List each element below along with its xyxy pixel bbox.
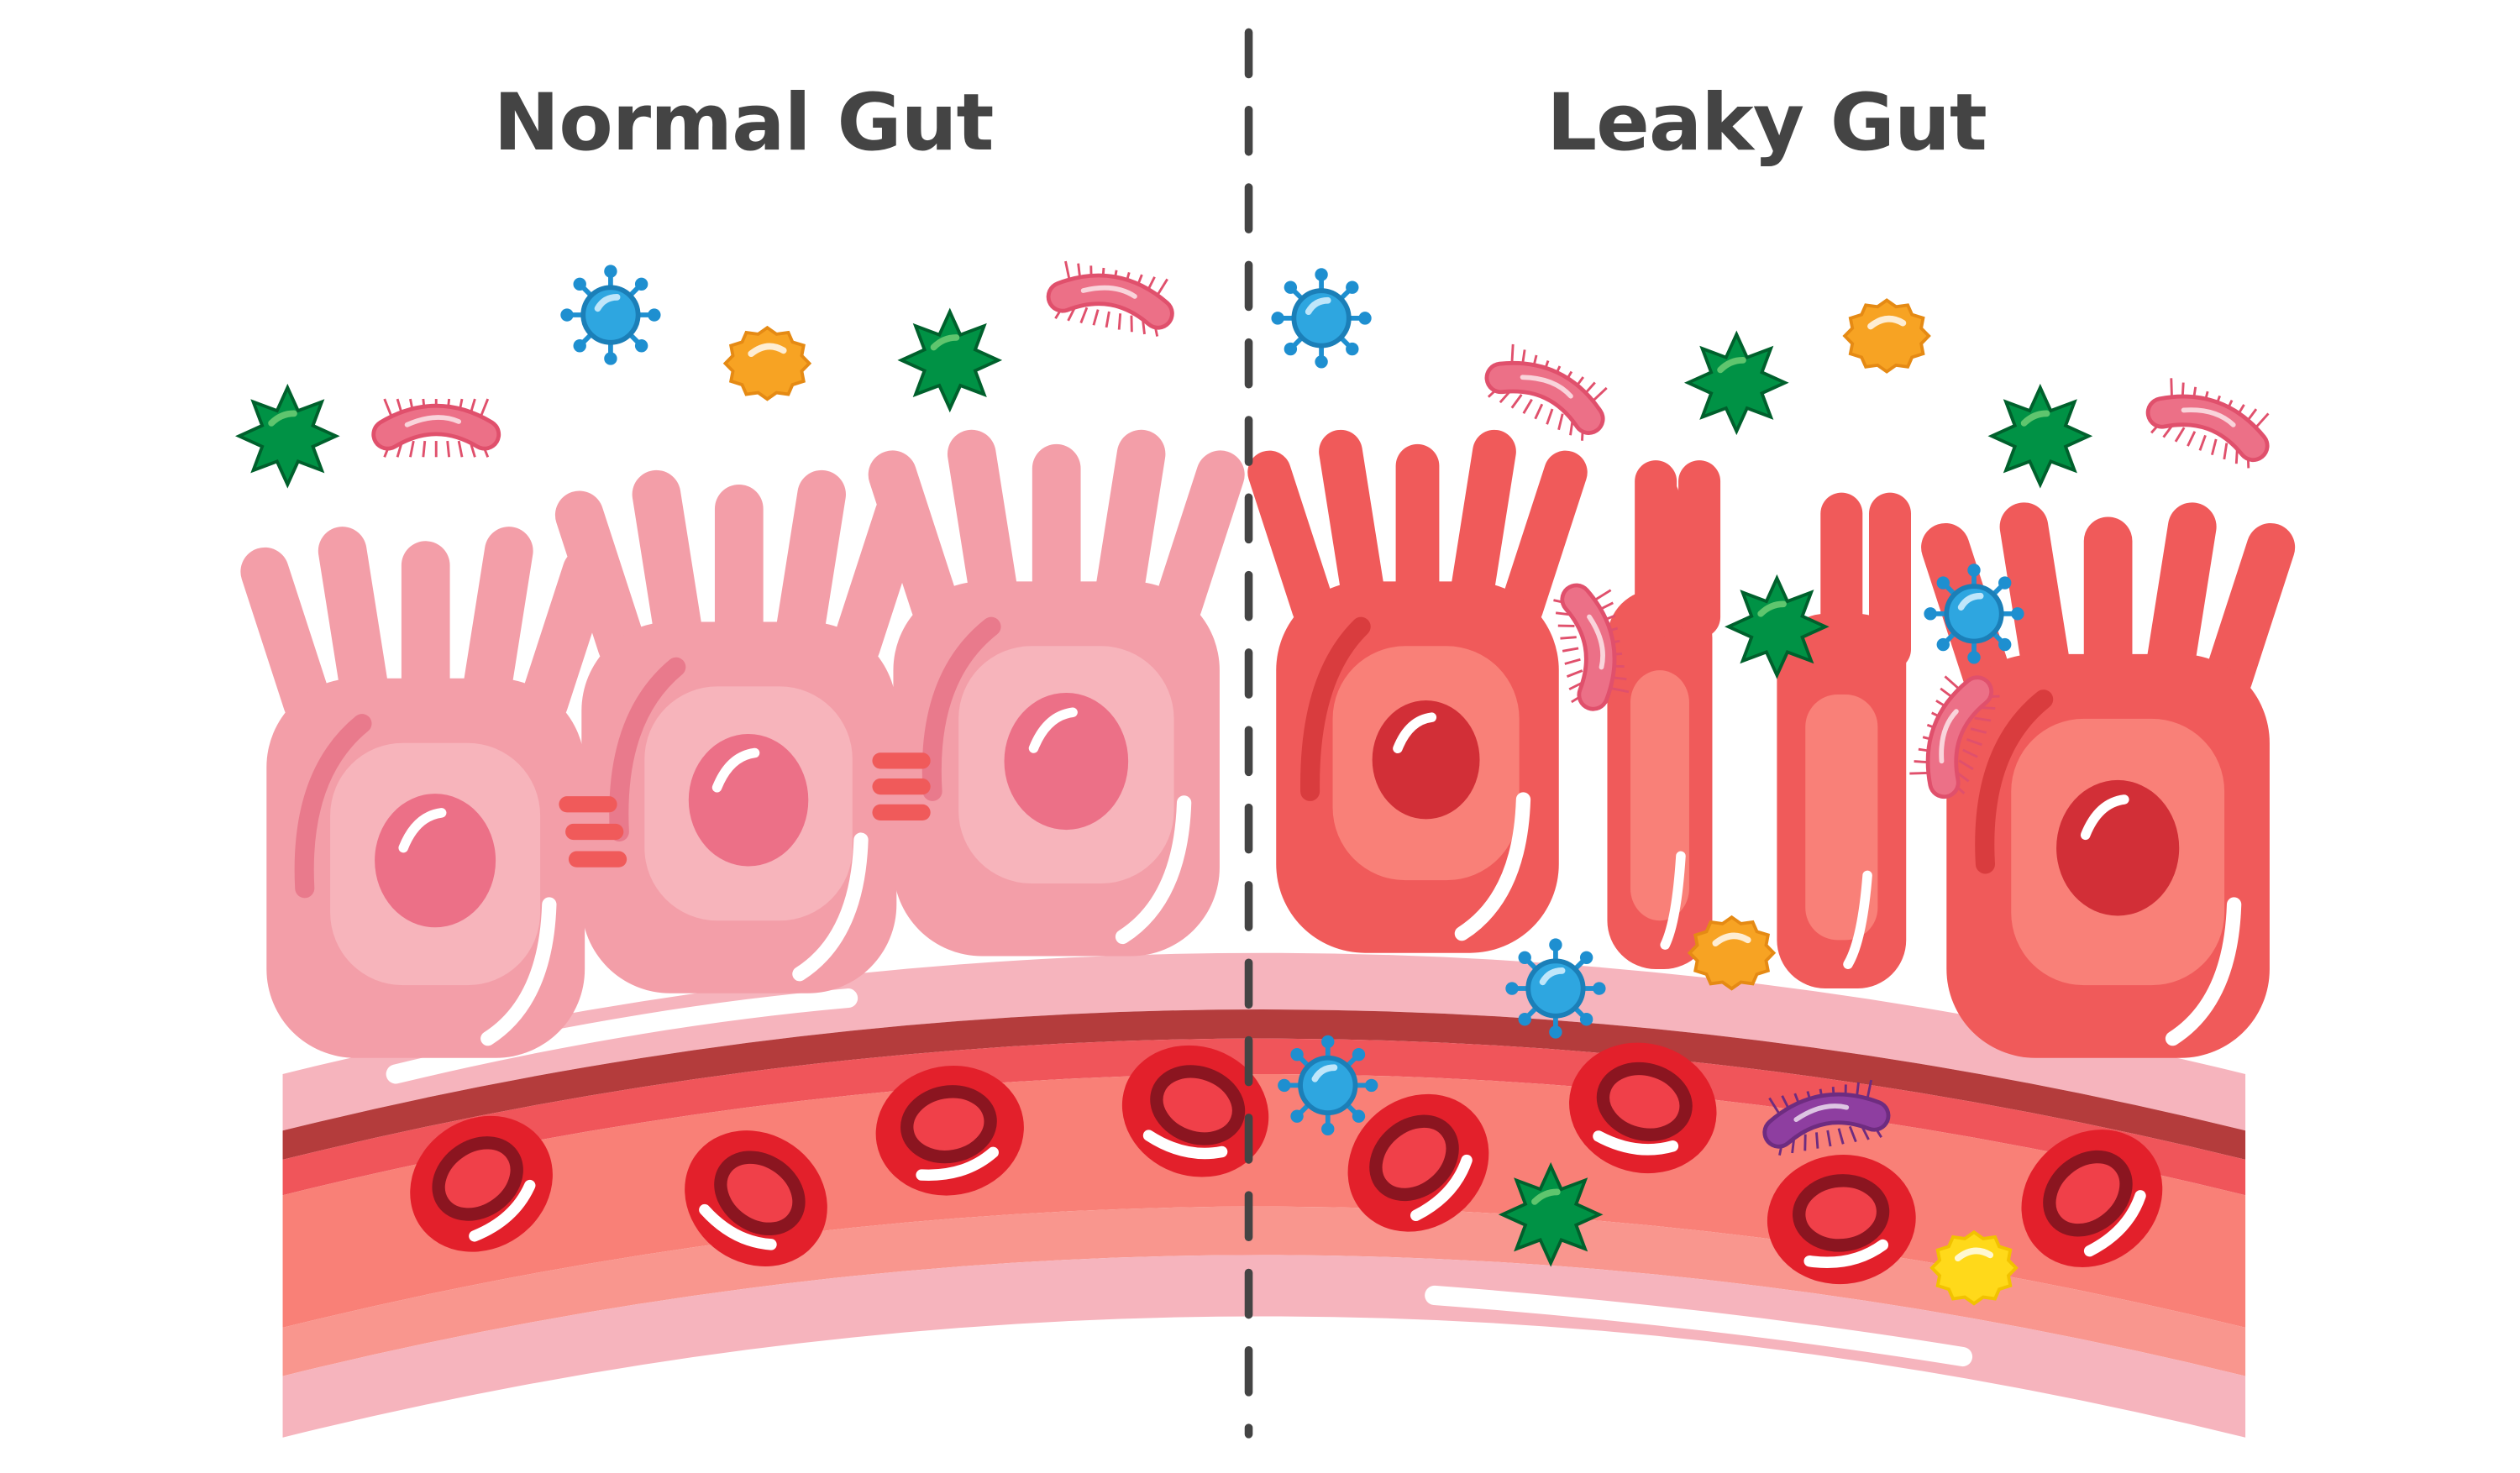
pink-bacterium-icon — [1046, 260, 1174, 337]
red-blood-cell — [685, 1130, 827, 1266]
microvillus — [1153, 450, 1245, 630]
nucleus — [688, 734, 809, 867]
nucleus-highlight — [398, 808, 447, 853]
vessel-bottom-layer — [282, 1255, 2246, 1438]
green-microbe-icon — [1498, 1161, 1604, 1267]
normal-cell-2 — [554, 469, 923, 993]
vessel-muscle-layer — [282, 1038, 2246, 1196]
microvillus — [1247, 450, 1336, 630]
cell-highlight — [2165, 897, 2242, 1046]
microvillus — [947, 429, 1021, 630]
cell-highlight — [1660, 851, 1686, 950]
cell-highlight — [1843, 870, 1872, 969]
cell-highlight — [792, 832, 869, 982]
leaky-cell-2 — [1921, 502, 2296, 1058]
yellow-microbe-icon — [1929, 1229, 2019, 1306]
pink-bacterium-icon — [2145, 378, 2270, 469]
cell-cytoplasm — [1805, 694, 1878, 941]
red-blood-cell — [1347, 1093, 1489, 1232]
microvillus — [2144, 502, 2217, 703]
cell-shadow — [1300, 616, 1371, 801]
nucleus — [375, 794, 496, 928]
cell-shadow — [294, 714, 372, 899]
cell-highlight — [480, 897, 557, 1046]
nucleus — [2056, 779, 2180, 916]
microbes — [234, 260, 2270, 1306]
pink-bacterium-icon — [1484, 343, 1608, 441]
blue-virus-icon — [1505, 938, 1606, 1039]
nucleus-highlight — [1028, 707, 1078, 753]
cell-shadow — [609, 657, 686, 842]
red-blood-cell — [875, 1065, 1024, 1196]
red-blood-cell — [2021, 1130, 2163, 1267]
nucleus-highlight — [1393, 712, 1437, 754]
purple-bacterium-icon — [1762, 1079, 1891, 1156]
microvillus — [1869, 492, 1911, 671]
green-microbe-icon — [1725, 574, 1830, 679]
cell-highlight — [1115, 795, 1192, 945]
tight-junction — [872, 752, 931, 769]
nucleus-highlight — [711, 747, 760, 793]
tight-junction — [872, 778, 931, 795]
green-microbe-icon — [234, 383, 340, 489]
pink-bacterium-icon — [1553, 583, 1630, 711]
microvillus — [1678, 460, 1721, 638]
vessel-wall — [282, 1009, 2246, 1160]
tight-junction — [565, 823, 624, 841]
leaky-cell-1 — [1247, 429, 1588, 953]
pink-bacterium-icon — [1909, 675, 2000, 799]
green-microbe-icon — [1683, 330, 1789, 436]
tight-junction — [559, 796, 617, 813]
blue-virus-icon — [1278, 1035, 1378, 1136]
red-blood-cell — [1569, 1042, 1717, 1174]
microvillus — [632, 469, 705, 671]
nucleus — [1004, 692, 1129, 831]
green-microbe-icon — [1987, 383, 2093, 489]
microvillus — [460, 527, 533, 727]
blood-vessel — [282, 952, 2246, 1438]
cell-shadow — [921, 616, 1001, 801]
red-blood-cell — [1767, 1155, 1916, 1285]
pink-bacterium-icon — [371, 398, 501, 458]
microvillus — [1447, 429, 1516, 630]
microvillus — [1999, 502, 2072, 703]
orange-microbe-icon — [722, 325, 812, 401]
microvillus — [773, 469, 846, 671]
cell-highlight — [1454, 792, 1531, 941]
microvillus — [318, 527, 391, 727]
microvillus — [1093, 429, 1166, 630]
normal-cell-1 — [240, 527, 612, 1058]
cell-shadow — [1975, 689, 2054, 874]
nucleus — [1372, 700, 1480, 820]
blue-virus-icon — [1924, 564, 2024, 664]
microvillus — [554, 490, 647, 670]
tight-junction — [872, 804, 931, 821]
green-microbe-icon — [897, 307, 1003, 413]
red-blood-cells — [410, 1042, 2163, 1285]
microvillus — [868, 450, 959, 630]
tight-junction — [568, 851, 627, 868]
orange-microbe-icon — [1842, 298, 1931, 374]
normal-cell-3 — [868, 429, 1245, 957]
microvillus — [240, 547, 332, 726]
microvillus — [1499, 450, 1588, 630]
normal-gut-title: Normal Gut — [493, 77, 995, 169]
orange-microbe-icon — [1687, 915, 1777, 991]
red-blood-cell — [1121, 1045, 1269, 1177]
microvillus — [1319, 429, 1388, 630]
vessel-highlight — [386, 988, 858, 1084]
red-blood-cell — [410, 1115, 553, 1252]
nucleus-highlight — [2080, 794, 2129, 841]
cell-cytoplasm — [1630, 670, 1689, 921]
microvillus — [1635, 460, 1677, 638]
vessel-highlight — [1425, 1285, 1973, 1367]
epithelial-cells — [240, 429, 2296, 1058]
blue-virus-icon — [1271, 268, 1372, 369]
blue-virus-icon — [560, 265, 661, 365]
microvillus — [2203, 522, 2296, 703]
leaky-gut-title: Leaky Gut — [1546, 77, 1987, 169]
microvillus — [1820, 492, 1863, 671]
